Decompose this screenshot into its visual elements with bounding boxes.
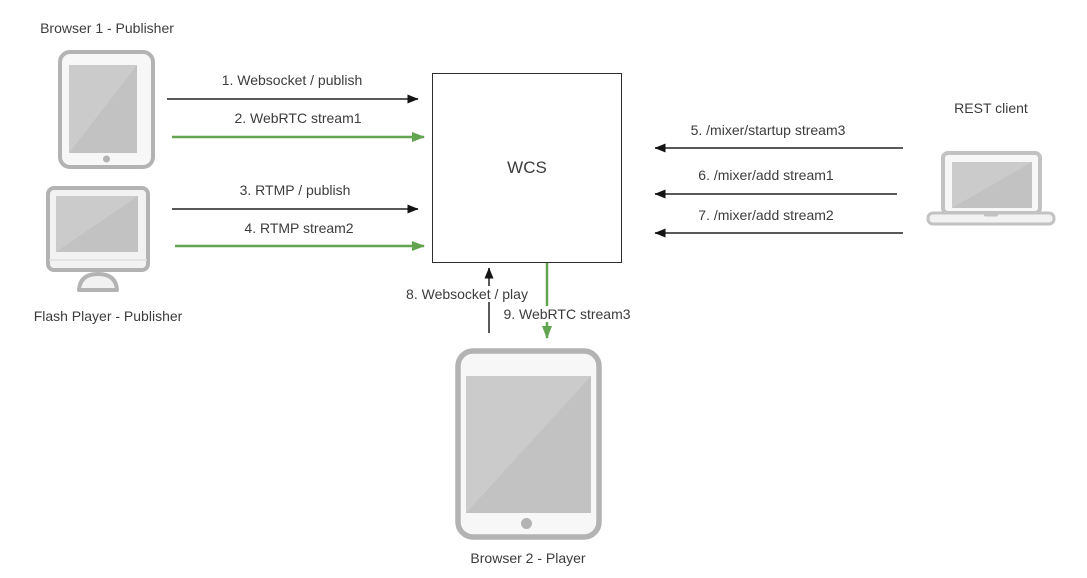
wcs-node-label: WCS xyxy=(507,158,547,177)
arrow-2-label: 2. WebRTC stream1 xyxy=(231,110,365,126)
tablet-home-button xyxy=(103,155,110,163)
arrow-6-label: 6. /mixer/add stream1 xyxy=(695,167,837,183)
monitor-stand xyxy=(77,272,119,292)
arrow-5-label: 5. /mixer/startup stream3 xyxy=(687,122,849,138)
flash-player-monitor-icon xyxy=(46,186,150,292)
browser1-tablet-icon xyxy=(58,50,155,169)
browser2-tablet-icon xyxy=(455,348,602,540)
laptop-screen xyxy=(952,162,1032,208)
arrow-9-label: 9. WebRTC stream3 xyxy=(500,306,634,322)
arrow-4-label: 4. RTMP stream2 xyxy=(241,220,357,236)
tablet-home-button xyxy=(521,518,532,529)
laptop-notch xyxy=(984,213,998,217)
monitor-screen xyxy=(56,196,138,252)
flash-player-label: Flash Player - Publisher xyxy=(30,308,186,324)
rest-client-laptop-icon xyxy=(926,151,1056,226)
browser2-label: Browser 2 - Player xyxy=(467,550,589,566)
browser1-label: Browser 1 - Publisher xyxy=(37,20,177,36)
tablet-screen xyxy=(466,376,591,513)
arrow-1-label: 1. Websocket / publish xyxy=(218,72,366,88)
arrow-3-label: 3. RTMP / publish xyxy=(236,182,354,198)
arrow-7-label: 7. /mixer/add stream2 xyxy=(695,207,837,223)
tablet-screen xyxy=(69,65,137,153)
arrow-8-label: 8. Websocket / play xyxy=(403,286,531,302)
wcs-node: WCS xyxy=(432,73,622,263)
rest-client-label: REST client xyxy=(951,100,1031,116)
